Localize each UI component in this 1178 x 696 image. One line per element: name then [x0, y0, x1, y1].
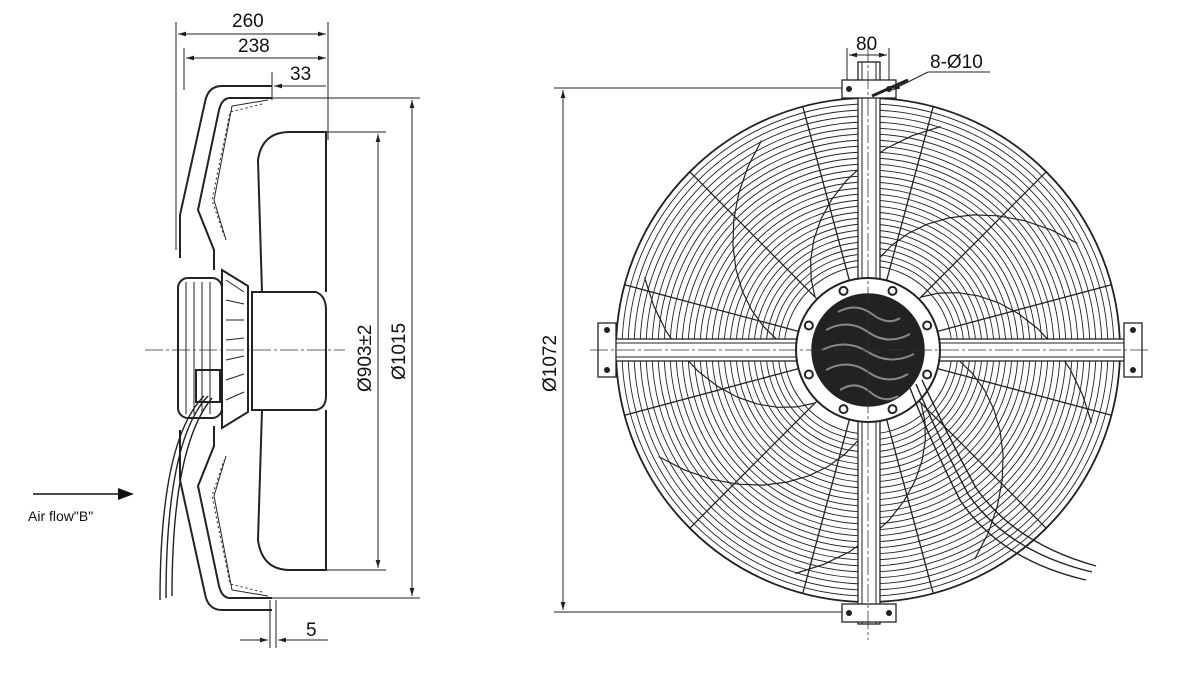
guard-spoke: [802, 419, 850, 594]
guard-spoke: [937, 284, 1112, 332]
guard-spokes: [624, 106, 1112, 594]
dim-1072-label: Ø1072: [540, 335, 561, 392]
dim-260: 260: [175, 11, 329, 250]
guard-spoke: [689, 400, 818, 529]
hub-bolt: [887, 404, 898, 415]
blade-curve: [658, 424, 869, 486]
hub-bolt: [922, 320, 933, 331]
dim-80: 80: [846, 34, 890, 80]
airflow-indicator: Air flow"B": [28, 488, 134, 524]
dim-903-label: Ø903±2: [355, 325, 376, 392]
blade-curve: [942, 349, 1004, 560]
blade-side: [251, 131, 327, 571]
hub-bolt: [803, 320, 814, 331]
guard-spoke: [937, 368, 1112, 416]
blade-curve: [643, 277, 816, 408]
dim-238-label: 238: [238, 36, 270, 57]
cables-front: [909, 379, 1097, 581]
dim-33-label: 33: [290, 64, 311, 85]
blade-curve: [732, 140, 794, 351]
dim-903: Ø903±2: [326, 131, 386, 571]
dim-260-label: 260: [232, 11, 264, 32]
blade-curves: [643, 125, 1093, 575]
dim-33: 33: [271, 64, 326, 100]
blade-curve: [867, 214, 1078, 276]
motor-side: [177, 268, 249, 430]
guard-spoke: [624, 284, 799, 332]
dim-holes-label: 8-Ø10: [930, 52, 983, 73]
airflow-label: Air flow"B": [28, 508, 93, 524]
dim-1015-label: Ø1015: [389, 323, 410, 380]
hub-bolt: [887, 285, 898, 296]
dim-5: 5: [240, 600, 328, 648]
guard-spoke: [802, 106, 850, 281]
blade-curve: [810, 125, 941, 298]
guard-spoke: [886, 419, 934, 594]
dim-1015: Ø1015: [272, 97, 420, 599]
front-view: 80 8-Ø10 Ø1072: [540, 34, 1150, 640]
blade-curve: [795, 402, 926, 575]
dim-238: 238: [183, 36, 326, 90]
guard-profile-upper: [179, 85, 272, 270]
guard-spoke: [918, 400, 1047, 529]
side-view: 260 238 33: [28, 11, 420, 648]
hub-bolt: [922, 369, 933, 380]
guard-spoke: [689, 171, 818, 300]
guard-profile-lower: [179, 426, 272, 611]
hub-bolt: [803, 369, 814, 380]
dim-80-label: 80: [856, 34, 877, 55]
dim-5-label: 5: [306, 620, 317, 641]
blade-curve: [920, 292, 1093, 423]
cables-side: [159, 395, 213, 601]
guard-spoke: [624, 368, 799, 416]
hub-bolt: [838, 404, 849, 415]
guard-spoke: [918, 171, 1047, 300]
dim-holes: 8-Ø10: [871, 52, 990, 98]
guard-spoke: [886, 106, 934, 281]
dim-1072: Ø1072: [540, 87, 842, 613]
hub-bolt: [838, 285, 849, 296]
